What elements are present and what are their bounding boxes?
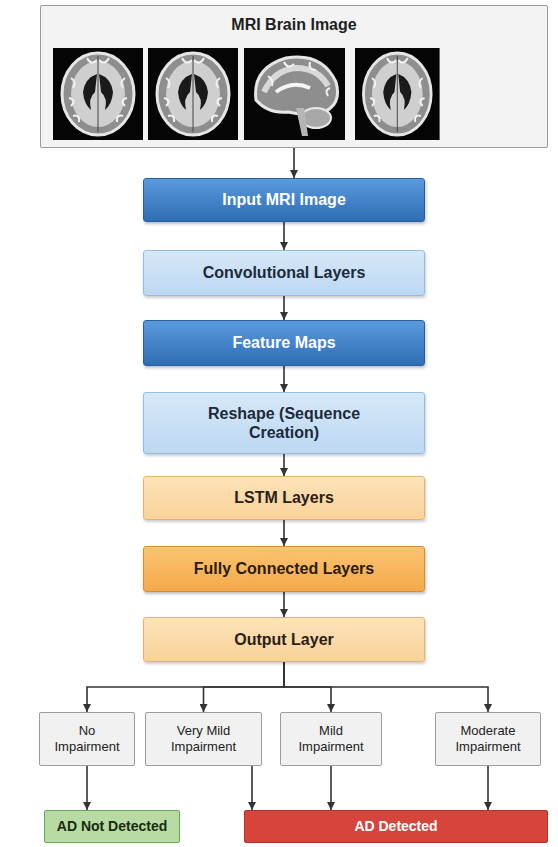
axial-slice — [53, 48, 143, 140]
node-label: Feature Maps — [232, 333, 335, 352]
layer-box: LSTM Layers — [143, 476, 425, 520]
flow-arrow — [283, 366, 285, 392]
layer-box: Input MRI Image — [143, 178, 425, 222]
node-label: No Impairment — [48, 723, 126, 754]
layer-box: Convolutional Layers — [143, 250, 425, 296]
node-label: Output Layer — [234, 630, 334, 649]
layer-box: Feature Maps — [143, 320, 425, 366]
sagittal-slice — [244, 48, 345, 140]
flow-arrow — [283, 454, 285, 476]
node-label: LSTM Layers — [234, 488, 334, 507]
flow-arrow — [87, 662, 284, 712]
node-label: Input MRI Image — [222, 190, 346, 209]
axial-slice — [148, 48, 238, 140]
result-box: AD Not Detected — [44, 810, 180, 843]
node-label: AD Detected — [354, 818, 437, 835]
flow-arrow — [284, 662, 488, 712]
result-box: AD Detected — [244, 810, 548, 843]
layer-box: Output Layer — [143, 617, 425, 662]
flow-arrow — [283, 520, 285, 546]
node-label: Convolutional Layers — [203, 263, 366, 282]
flow-arrow — [487, 766, 489, 810]
node-label: Reshape (Sequence Creation) — [195, 404, 373, 442]
flow-arrow — [283, 296, 285, 320]
flow-arrow — [86, 766, 88, 810]
image-panel: MRI Brain Image — [40, 5, 548, 148]
class-box: No Impairment — [39, 712, 135, 766]
flow-arrow — [293, 148, 295, 178]
flow-arrow — [251, 766, 253, 810]
flow-arrow — [283, 222, 285, 250]
class-box: Mild Impairment — [280, 712, 382, 766]
node-label: Mild Impairment — [291, 723, 371, 754]
node-label: AD Not Detected — [57, 818, 167, 835]
axial-slice — [355, 48, 440, 140]
class-box: Very Mild Impairment — [145, 712, 262, 766]
class-box: Moderate Impairment — [435, 712, 541, 766]
panel-ground — [40, 5, 548, 148]
layer-box: Reshape (Sequence Creation) — [143, 392, 425, 454]
flow-arrow — [330, 766, 332, 810]
flow-arrow — [283, 592, 285, 617]
node-label: Moderate Impairment — [444, 723, 532, 754]
node-label: Very Mild Impairment — [156, 723, 252, 754]
node-label: Fully Connected Layers — [194, 559, 375, 578]
flow-arrow — [204, 662, 285, 712]
layer-box: Fully Connected Layers — [143, 546, 425, 592]
node-label: MRI Brain Image — [231, 15, 356, 34]
